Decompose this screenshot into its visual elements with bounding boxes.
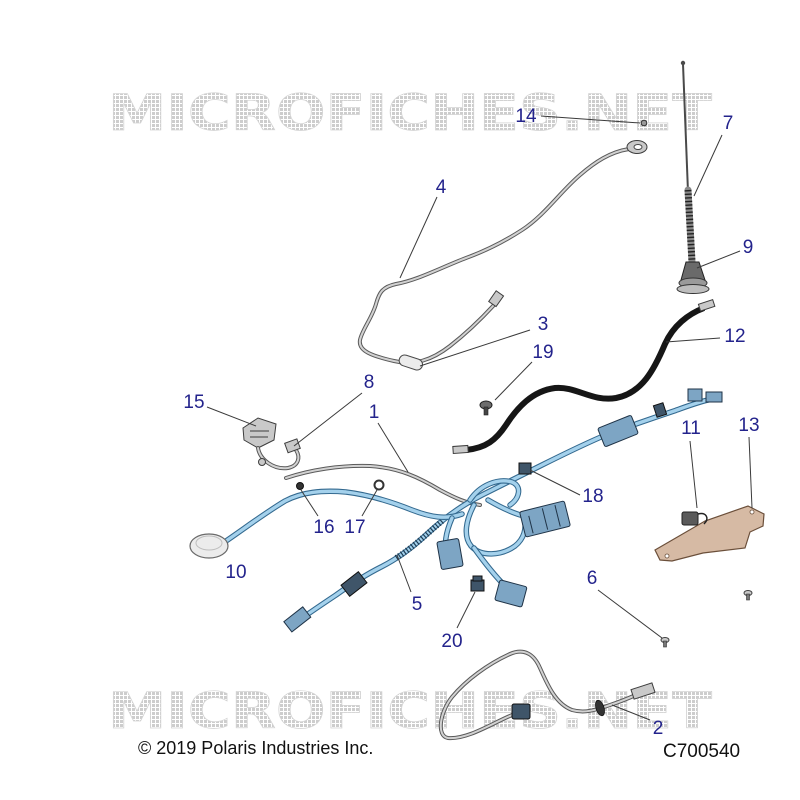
- leader-line-16: [300, 489, 319, 517]
- leader-line-20: [456, 591, 476, 629]
- part-16-clip: [296, 482, 304, 490]
- leader-line-3: [419, 329, 531, 367]
- callout-6: 6: [587, 568, 598, 589]
- leader-line-6: [597, 589, 663, 639]
- leader-line-5: [396, 554, 412, 593]
- part-8-pigtail-harness: [256, 438, 301, 471]
- part-17-clip: [373, 479, 385, 491]
- callout-1: 1: [369, 402, 380, 423]
- callout-4: 4: [436, 177, 447, 198]
- part-15-connector: [242, 417, 277, 449]
- part-9-antenna-base: [676, 261, 710, 294]
- callout-7: 7: [723, 113, 734, 134]
- leader-line-18: [529, 469, 581, 496]
- leader-line-19: [494, 361, 533, 401]
- callouts: 14 7 4 9 3 12 19 8 15 1 11 13 18 16 17 1…: [183, 106, 759, 739]
- callout-18: 18: [582, 486, 603, 507]
- part-11-clip: [681, 511, 708, 526]
- leader-line-2: [611, 704, 651, 721]
- part-3-sleeve: [398, 354, 424, 371]
- callout-13: 13: [738, 415, 759, 436]
- leader-line-17: [361, 489, 378, 517]
- part-18-clip: [518, 462, 532, 475]
- callout-8: 8: [364, 372, 375, 393]
- part-6-screw-second: [743, 590, 753, 601]
- callout-10: 10: [225, 562, 246, 583]
- callout-2: 2: [653, 718, 664, 739]
- part-12-strap: [452, 299, 716, 455]
- leader-line-11: [689, 440, 698, 509]
- watermark-bottom: MICROFICHES.NET: [108, 682, 712, 740]
- callout-16: 16: [313, 517, 334, 538]
- part-6-screw: [660, 637, 670, 648]
- leader-line-4: [399, 196, 438, 279]
- part-10-disc: [189, 533, 229, 559]
- part-14-nut: [640, 119, 648, 127]
- part-19-push-rivet: [479, 400, 493, 416]
- part-1-cable: [284, 463, 482, 507]
- leader-line-14: [540, 115, 641, 124]
- part-5-wiring-harness: [223, 388, 723, 633]
- leader-line-12: [665, 337, 721, 343]
- leader-line-9: [696, 250, 741, 269]
- watermark-top: MICROFICHES.NET: [108, 84, 712, 142]
- callout-11: 11: [681, 418, 701, 439]
- callout-12: 12: [724, 326, 745, 347]
- part-20-connector: [470, 575, 485, 592]
- callout-15: 15: [183, 392, 204, 413]
- leader-line-7: [693, 134, 723, 197]
- leader-lines: [206, 115, 753, 721]
- part-2-sensor-cable: [438, 649, 656, 741]
- drawing-number: C700540: [663, 741, 740, 762]
- leader-line-8: [293, 392, 363, 447]
- copyright-notice: © 2019 Polaris Industries Inc.: [138, 738, 373, 758]
- leader-line-15: [206, 406, 257, 427]
- callout-20: 20: [441, 631, 462, 652]
- callout-5: 5: [412, 594, 423, 615]
- callout-17: 17: [344, 517, 365, 538]
- leader-line-13: [748, 436, 753, 509]
- callout-14: 14: [515, 106, 537, 127]
- callout-19: 19: [532, 342, 553, 363]
- callout-3: 3: [538, 314, 549, 335]
- part-13-bracket: [654, 505, 765, 562]
- callout-9: 9: [743, 237, 754, 258]
- leader-line-1: [377, 422, 409, 473]
- part-7-antenna-mast: [680, 60, 696, 266]
